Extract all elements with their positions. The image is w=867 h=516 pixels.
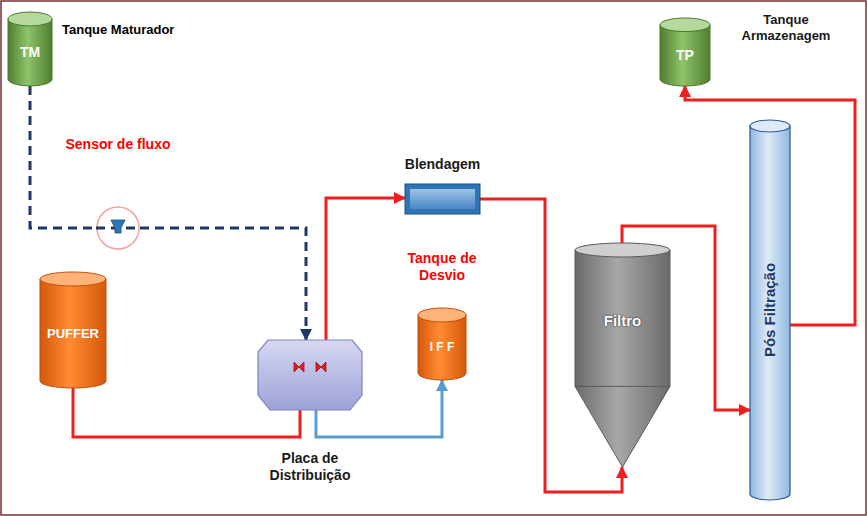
filter-vessel-outline xyxy=(575,243,670,467)
post-filtration-column: Pós Filtração xyxy=(750,120,790,500)
column-body xyxy=(750,126,790,500)
tank-body xyxy=(40,279,106,388)
signal-line xyxy=(30,86,96,228)
tank-top xyxy=(8,12,52,26)
filter-vessel: Filtro xyxy=(575,243,670,467)
distribution-plate-outline xyxy=(258,340,362,410)
node-label: I F F xyxy=(430,340,455,354)
tank-top xyxy=(40,272,106,286)
flow-sensor-outline xyxy=(96,206,140,250)
puffer-tank: PUFFER xyxy=(40,272,106,388)
filter-seam xyxy=(575,386,670,387)
sensor-symbol xyxy=(111,220,125,233)
node-heading: Tanque Armazenagem xyxy=(730,12,842,43)
valve-symbol xyxy=(316,362,326,372)
signal-line xyxy=(140,228,306,340)
node-heading: Sensor de fluxo xyxy=(65,136,170,153)
blending-box-outline xyxy=(405,184,480,214)
text-holder: Pós Filtração xyxy=(750,120,790,500)
node-heading: Placa de Distribuição xyxy=(250,450,370,484)
sensor-ring xyxy=(97,207,139,249)
text-holder: Sensor de fluxo xyxy=(64,136,172,153)
node-label: PUFFER xyxy=(47,326,99,342)
filter-body xyxy=(575,250,670,467)
plate-body xyxy=(258,340,362,410)
node-label: Pós Filtração xyxy=(761,263,779,357)
tank-body xyxy=(660,25,710,86)
node-label: Filtro xyxy=(604,312,642,330)
valve-symbol xyxy=(294,362,304,372)
tank-body xyxy=(418,315,466,380)
text-holder: Tanque Armazenagem xyxy=(730,12,842,43)
text-holder: TM xyxy=(8,26,52,79)
text-holder: Filtro xyxy=(575,265,670,377)
blend-face xyxy=(410,189,475,209)
tank-top xyxy=(660,18,710,32)
node-label: TP xyxy=(676,47,694,64)
pipe-connector xyxy=(326,198,405,340)
blend-bevel xyxy=(405,184,480,214)
node-label: TM xyxy=(20,44,40,61)
text-holder: Placa de Distribuição xyxy=(250,450,370,484)
node-heading: Blendagem xyxy=(405,156,480,173)
blending-box: Blendagem xyxy=(405,184,480,214)
node-heading: Tanque Maturador xyxy=(62,22,174,38)
distribution-plate: Placa de Distribuição xyxy=(258,340,362,410)
maturing-tank: TMTanque Maturador xyxy=(8,12,52,86)
text-holder: Blendagem xyxy=(385,156,500,173)
tank-top xyxy=(418,308,466,322)
text-holder: PUFFER xyxy=(40,286,106,381)
column-top xyxy=(750,120,790,132)
diversion-tank: I F FTanque de Desvio xyxy=(418,308,466,380)
filter-top xyxy=(575,243,670,257)
node-heading: Tanque de Desvio xyxy=(392,250,492,284)
flow-sensor: Sensor de fluxo xyxy=(96,206,140,250)
tank-body xyxy=(8,19,52,86)
text-holder: I F F xyxy=(418,322,466,373)
text-holder: Tanque de Desvio xyxy=(392,250,492,284)
storage-tank: TPTanque Armazenagem xyxy=(660,18,710,86)
text-holder: Tanque Maturador xyxy=(62,22,232,38)
text-holder: TP xyxy=(660,32,710,80)
